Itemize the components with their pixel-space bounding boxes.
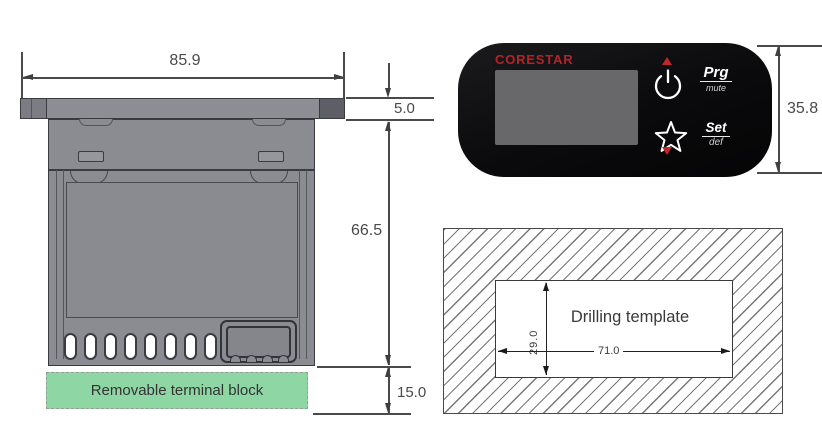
terminal-block-label: Removable terminal block (90, 382, 264, 399)
dim-terminal-ext-top (317, 366, 411, 368)
arrowhead (385, 403, 391, 413)
dim-bezel-ext-bottom (346, 119, 434, 121)
arrowhead (385, 367, 391, 377)
star-icon (654, 121, 688, 152)
connector-pin (262, 355, 273, 362)
arrowhead (385, 355, 391, 365)
bezel-left-cap (21, 99, 47, 118)
drill-dim-height-line (546, 283, 548, 375)
body-divider-line (49, 169, 314, 171)
connector-pin (246, 355, 257, 362)
brand-logo: CORESTAR (495, 52, 574, 67)
dim-bezel-label: 5.0 (394, 100, 415, 117)
vent-slot (184, 333, 197, 360)
arrowhead (385, 88, 391, 98)
arrowhead (543, 282, 549, 291)
dim-terminal-line (388, 368, 390, 413)
side-rail-right (299, 170, 307, 359)
drill-dim-height-label: 29.0 (528, 329, 540, 355)
dim-width-line (23, 77, 344, 79)
lcd-display (495, 70, 638, 145)
side-rail-left (56, 170, 64, 359)
dim-depth-line (388, 122, 390, 365)
drill-template-title: Drilling template (570, 308, 690, 326)
up-triangle-icon (662, 57, 672, 65)
vent-slot (84, 333, 97, 360)
bezel-left-seam (31, 99, 33, 118)
prg-label: Prg (700, 65, 732, 82)
connector-pin (230, 355, 241, 362)
dim-height-ext-top (757, 45, 822, 47)
dim-width-ext-left (21, 52, 23, 106)
prg-mute-button: Prg mute (694, 64, 738, 93)
down-triangle-icon (662, 147, 672, 155)
def-label: def (709, 137, 723, 148)
set-def-button: Set def (694, 119, 738, 148)
dim-depth-label: 66.5 (351, 222, 383, 239)
terminal-connector-inner (226, 326, 291, 358)
mounting-lip-right (252, 119, 286, 126)
arrowhead (334, 74, 344, 80)
terminal-connector (220, 320, 297, 363)
dim-height-label: 35.8 (787, 100, 819, 117)
power-icon (654, 69, 682, 100)
vent-slot (144, 333, 157, 360)
connector-pin (278, 355, 289, 362)
dim-height-ext-bottom (757, 172, 822, 174)
arrowhead (775, 162, 781, 172)
dim-terminal-label: 15.0 (397, 384, 427, 401)
dim-bezel-arrow-line (388, 63, 390, 89)
vent-slot (124, 333, 137, 360)
arrowhead (498, 348, 507, 354)
mounting-lip-left (79, 119, 113, 126)
body-inner-panel (66, 182, 298, 318)
vent-slot (104, 333, 117, 360)
removable-terminal-block: Removable terminal block (46, 372, 308, 409)
dim-terminal-ext-bottom (313, 413, 411, 415)
dim-width-label: 85.9 (169, 52, 201, 69)
arrowhead (23, 74, 33, 80)
set-label: Set (702, 120, 730, 137)
drill-template-cutout (495, 280, 733, 378)
mute-label: mute (705, 83, 726, 93)
vent-slot (204, 333, 217, 360)
arrowhead (385, 121, 391, 131)
dim-height-line (778, 47, 780, 172)
arrowhead (721, 348, 730, 354)
vent-slot (164, 333, 177, 360)
vent-slot (64, 333, 77, 360)
front-bezel (20, 98, 345, 119)
drill-dim-width-label: 71.0 (594, 345, 624, 357)
bezel-right-cap (319, 99, 344, 118)
arrowhead (543, 366, 549, 375)
controller-body (48, 119, 315, 366)
latch-right (258, 151, 284, 162)
arrowhead (775, 46, 781, 56)
latch-left (78, 151, 104, 162)
front-panel: CORESTAR Prg mute Set def (458, 43, 772, 177)
